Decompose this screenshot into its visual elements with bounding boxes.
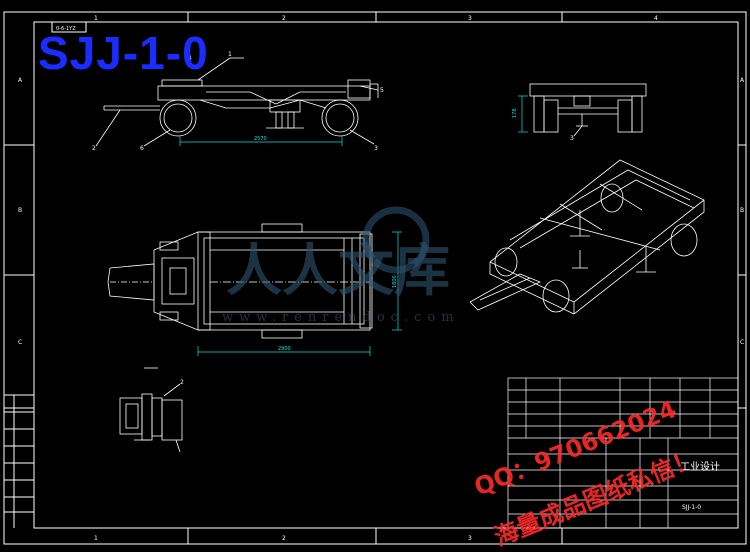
zone-col-1-bottom: 1 <box>94 535 98 542</box>
isometric-view <box>469 159 705 315</box>
zone-col-1: 1 <box>94 15 98 22</box>
zone-row-c-right: C <box>740 339 744 346</box>
title-block <box>507 377 739 529</box>
zone-row-a: A <box>18 77 23 84</box>
balloon-labels-side: 2 6 4 1 3 5 <box>92 51 384 152</box>
dim-wheelbase: 2570 <box>254 136 267 142</box>
drawing-title: SJJ-1-0 <box>38 27 209 79</box>
balloon-1: 1 <box>228 51 232 58</box>
drawing-frame <box>3 11 747 545</box>
balloon-5: 5 <box>380 87 384 94</box>
zone-row-c: C <box>18 339 22 346</box>
balloon-4: 4 <box>188 55 192 62</box>
zone-col-3-bottom: 3 <box>468 535 472 542</box>
end-view-dimension <box>518 95 528 133</box>
watermark-logo-ring <box>362 206 430 274</box>
side-elevation-view <box>95 57 379 147</box>
balloon-2-detail: 2 <box>180 379 184 386</box>
zone-labels: 1 2 3 4 1 2 3 A B C A B C 0-6-1YZ <box>18 15 745 542</box>
zone-row-b: B <box>18 207 22 214</box>
plan-view-dimensions <box>197 231 402 356</box>
balloon-3-end: 3 <box>570 135 574 142</box>
dim-length: 2900 <box>278 346 291 352</box>
balloon-3: 3 <box>374 145 378 152</box>
watermark-site: www.renrendoc.com <box>222 310 460 325</box>
zone-row-a-right: A <box>740 77 745 84</box>
plan-view <box>107 223 373 339</box>
dim-width: 1800 <box>392 275 398 288</box>
title-block-topic: 工业设计 <box>680 462 720 473</box>
detail-view <box>119 367 183 453</box>
zone-row-b-right: B <box>740 207 744 214</box>
zone-col-3: 3 <box>468 15 472 22</box>
side-elevation-dimension <box>179 136 343 146</box>
zone-col-4: 4 <box>654 15 658 22</box>
balloon-6: 6 <box>140 145 144 152</box>
zone-col-2-bottom: 2 <box>282 535 286 542</box>
end-view <box>529 83 647 137</box>
top-left-label: 0-6-1YZ <box>56 26 76 32</box>
watermark-logo: 人人文库 <box>226 239 450 304</box>
title-block-drawing-code: SJJ-1-0 <box>682 504 702 511</box>
dim-height: 178 <box>512 108 518 118</box>
balloon-2: 2 <box>92 145 96 152</box>
zone-col-2: 2 <box>282 15 286 22</box>
